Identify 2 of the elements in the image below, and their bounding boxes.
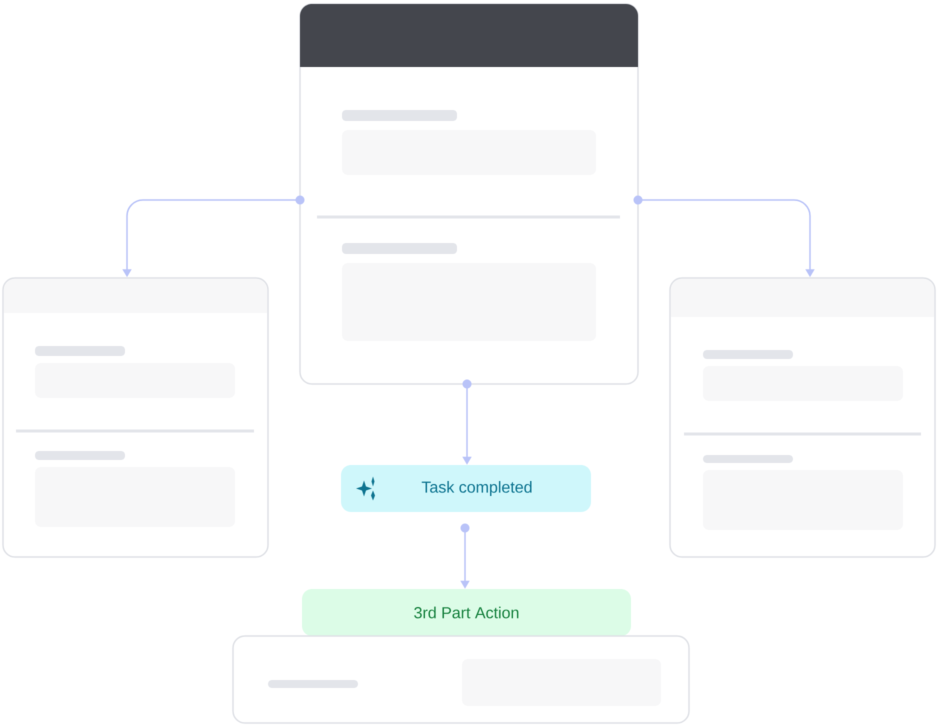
- status-pill: Task completed: [341, 465, 591, 512]
- status-pill: 3rd Part Action: [302, 589, 631, 636]
